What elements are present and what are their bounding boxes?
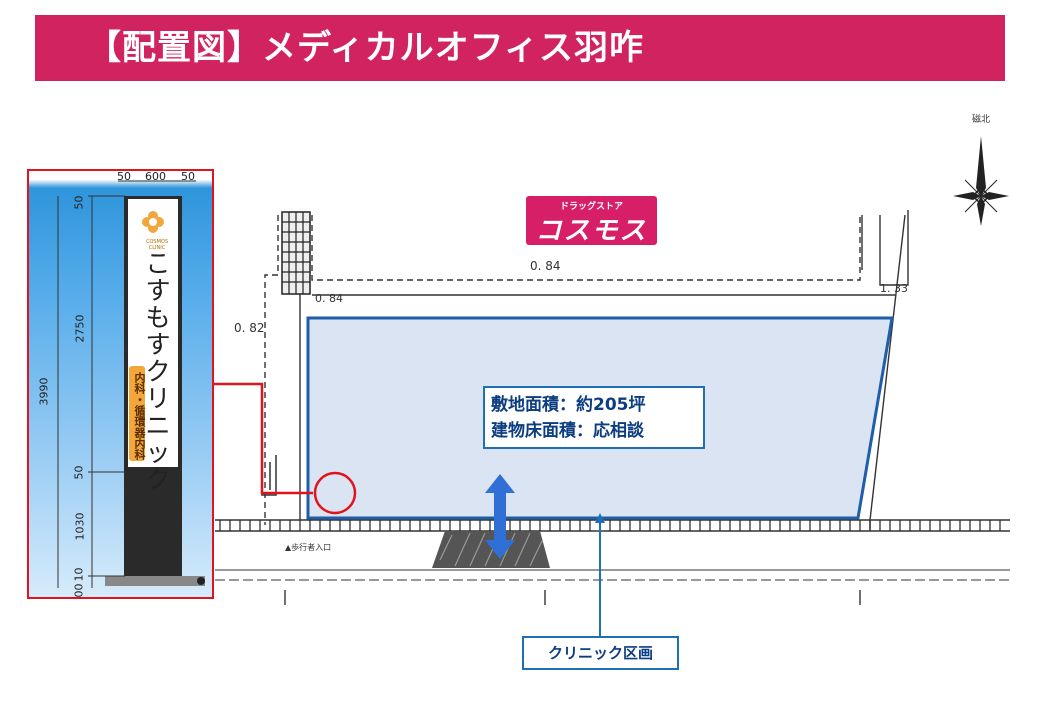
- sign-dimension-lines: [57, 180, 196, 588]
- hatched-wall: [281, 211, 311, 295]
- driveway: [432, 531, 550, 568]
- dim-top-left: 50: [117, 170, 131, 183]
- dim-d6: 00: [72, 583, 86, 598]
- compass-icon: [953, 136, 1009, 226]
- site-area-text: 敷地面積：約205坪: [491, 395, 646, 415]
- road-ticks: [219, 520, 1001, 531]
- dim-d3: 50: [72, 465, 86, 480]
- floor-area-text: 建物床面積：応相談: [491, 421, 644, 441]
- dim-d2: 2750: [73, 314, 87, 343]
- dim-top-mid: 600: [145, 170, 166, 183]
- dim-top-label: 0. 84: [530, 259, 561, 273]
- sign-departments: 内科・循環器内科: [129, 366, 146, 461]
- sign-location-leader: [214, 382, 313, 495]
- drugstore-logo-big: コスモス: [535, 216, 648, 246]
- access-arrow: [485, 474, 515, 559]
- sign-location-marker: [313, 471, 357, 515]
- dim-d4: 1030: [73, 512, 87, 541]
- drugstore-logo: ドラッグストア コスモス: [526, 196, 657, 246]
- clinic-leader-arrowhead: [595, 513, 605, 523]
- entrance-label: ▲歩行者入口: [285, 542, 331, 552]
- flower-logo-icon: [142, 211, 164, 233]
- dim-top-right: 50: [181, 170, 195, 183]
- title-bar: 【配置図】メディカルオフィス羽咋: [35, 15, 1005, 81]
- dim-d1: 50: [72, 195, 86, 210]
- dim-total: 3990: [37, 377, 51, 406]
- sign-bolt-icon: [197, 577, 205, 585]
- sign-sub-logo: COSMOS CLINIC: [145, 239, 169, 251]
- dim-left-label: 0. 82: [234, 321, 265, 335]
- drugstore-logo-small: ドラッグストア: [559, 202, 623, 212]
- site-info-box: 敷地面積：約205坪 建物床面積：応相談: [483, 386, 705, 449]
- north-label: 磁北: [972, 113, 990, 125]
- dim-right-label: 1. 33: [880, 282, 908, 295]
- dim-top2-label: 0. 84: [315, 292, 343, 305]
- sign-clinic-name: こすもすクリニック: [145, 249, 171, 494]
- page-title: 【配置図】メディカルオフィス羽咋: [87, 28, 644, 68]
- clinic-section-label: クリニック区画: [522, 636, 679, 670]
- dim-d5: 10: [72, 567, 86, 582]
- sign-base: [105, 576, 205, 586]
